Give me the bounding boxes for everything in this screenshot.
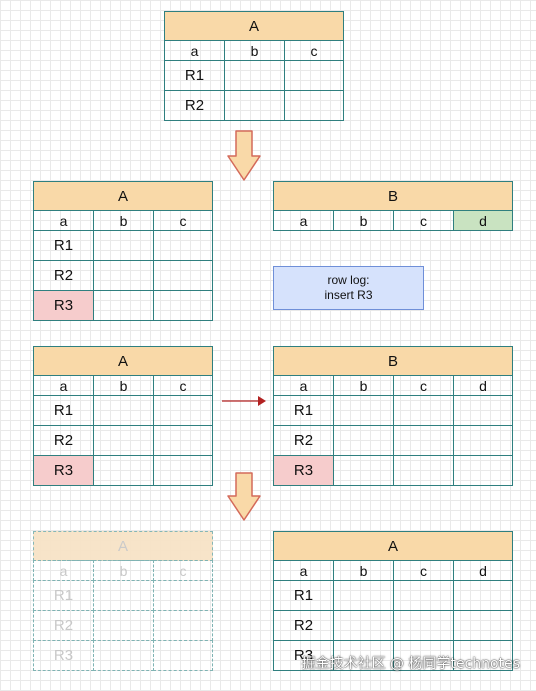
column-header: b (93, 375, 154, 396)
row-label: R3 (33, 640, 94, 671)
table-cell (393, 580, 454, 611)
table-cell (153, 425, 213, 456)
row-label: R3 (273, 455, 334, 486)
row-label: R3 (33, 455, 94, 486)
column-header: a (33, 210, 94, 231)
column-header: b (93, 560, 154, 581)
column-header: a (273, 375, 334, 396)
row-label: R1 (33, 230, 94, 261)
row-label: R2 (33, 610, 94, 641)
row-label: R1 (33, 395, 94, 426)
table-cell (93, 260, 154, 291)
table-cell (153, 580, 213, 611)
table-cell (153, 230, 213, 261)
row-label: R1 (164, 60, 225, 91)
column-header: d (453, 560, 513, 581)
row-label: R2 (273, 425, 334, 456)
column-header: b (333, 560, 394, 581)
table-title: A (33, 346, 213, 376)
column-header: c (393, 210, 454, 231)
table-cell (333, 610, 394, 641)
table-cell (153, 640, 213, 671)
table-cell (153, 260, 213, 291)
table-title: A (164, 11, 344, 41)
table-cell (333, 455, 394, 486)
column-header: c (153, 375, 213, 396)
table-cell (93, 610, 154, 641)
table-cell (333, 395, 394, 426)
row-label: R2 (164, 90, 225, 121)
table-cell (333, 425, 394, 456)
row-label: R2 (273, 610, 334, 641)
column-header: c (393, 375, 454, 396)
table-cell (153, 395, 213, 426)
table-cell (393, 610, 454, 641)
column-header: a (273, 210, 334, 231)
column-header: b (93, 210, 154, 231)
row-label: R1 (33, 580, 94, 611)
table-title: B (273, 181, 513, 211)
table-cell (284, 60, 344, 91)
table-cell (93, 230, 154, 261)
row-log-action: insert R3 (324, 288, 373, 302)
table-cell (393, 455, 454, 486)
column-header: c (153, 210, 213, 231)
column-header: a (33, 375, 94, 396)
table-cell (393, 425, 454, 456)
row-log-label: row log: (327, 273, 370, 287)
row-label: R2 (33, 425, 94, 456)
table-cell (333, 580, 394, 611)
table-cell (453, 425, 513, 456)
table-cell (224, 90, 285, 121)
row-label: R2 (33, 260, 94, 291)
table-cell (224, 60, 285, 91)
column-header: c (284, 40, 344, 61)
row-log-note: row log: insert R3 (273, 266, 424, 310)
row-label: R3 (33, 290, 94, 321)
table-cell (393, 395, 454, 426)
table-cell (453, 610, 513, 641)
column-header: c (393, 560, 454, 581)
column-header: b (333, 375, 394, 396)
column-header: a (273, 560, 334, 581)
table-title: A (33, 531, 213, 561)
table-title: A (273, 531, 513, 561)
down-arrow-icon (227, 130, 261, 181)
table-cell (93, 640, 154, 671)
column-header: a (164, 40, 225, 61)
row-label: R1 (273, 580, 334, 611)
column-header: b (333, 210, 394, 231)
table-cell (284, 90, 344, 121)
table-cell (93, 395, 154, 426)
column-header: d (453, 375, 513, 396)
table-cell (93, 290, 154, 321)
table-cell (453, 455, 513, 486)
table-cell (93, 425, 154, 456)
column-header: a (33, 560, 94, 581)
watermark: 掘金技术社区 @ 杨同学technotes (301, 656, 520, 672)
table-cell (153, 290, 213, 321)
right-arrow-icon (222, 396, 266, 406)
table-cell (453, 395, 513, 426)
table-cell (153, 610, 213, 641)
table-cell (453, 640, 513, 671)
column-header: b (224, 40, 285, 61)
table-cell (93, 455, 154, 486)
table-cell (453, 580, 513, 611)
down-arrow-icon (227, 472, 261, 521)
table-cell (93, 580, 154, 611)
row-label: R1 (273, 395, 334, 426)
column-header: c (153, 560, 213, 581)
table-cell (153, 455, 213, 486)
table-title: B (273, 346, 513, 376)
column-header: d (453, 210, 513, 231)
table-title: A (33, 181, 213, 211)
